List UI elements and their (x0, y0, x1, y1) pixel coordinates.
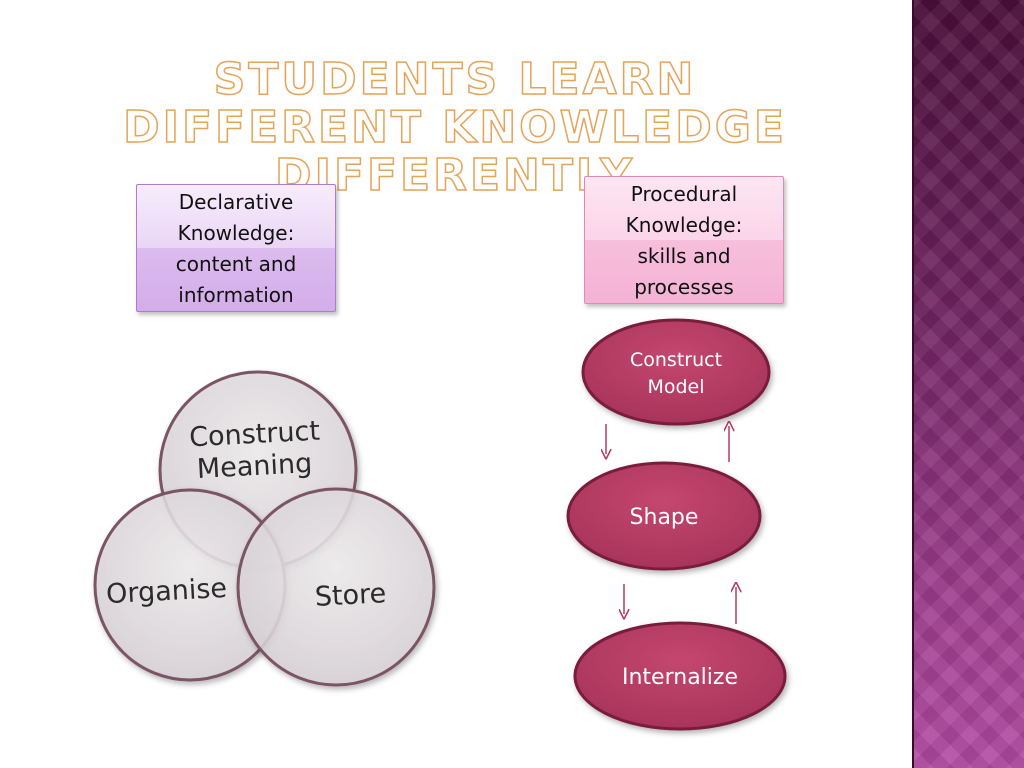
venn-label-meaning: Meaning (196, 448, 313, 485)
venn-circle-store (236, 487, 436, 687)
oval-label-internalize: Internalize (622, 665, 738, 690)
declarative-knowledge-box: Declarative Knowledge: content and infor… (136, 184, 336, 312)
slide-title: Students Learn Different Knowledge Diffe… (122, 54, 787, 201)
oval-label-construct: Construct (630, 349, 722, 371)
oval-construct-model (581, 318, 771, 426)
oval-shape (566, 461, 762, 571)
procedural-line-1: Procedural (630, 182, 738, 206)
knowledge-diagram: Construct Meaning Organise Store Constru… (93, 318, 787, 731)
procedural-line-3: skills and (637, 244, 731, 268)
venn-label-organise: Organise (105, 573, 227, 610)
declarative-line-2: Knowledge: (177, 221, 295, 245)
procedural-knowledge-box: Procedural Knowledge: skills and process… (584, 176, 784, 304)
procedural-line-2: Knowledge: (625, 213, 743, 237)
declarative-line-3: content and (175, 252, 297, 276)
venn-diagram: Construct Meaning Organise Store (93, 370, 436, 687)
process-cycle: Construct Model Shape Internalize (566, 318, 787, 731)
procedural-line-4: processes (634, 275, 734, 299)
declarative-line-1: Declarative (178, 190, 294, 214)
venn-label-store: Store (314, 578, 387, 613)
oval-label-shape: Shape (630, 505, 699, 530)
declarative-line-4: information (178, 283, 294, 307)
decorative-side-band (912, 0, 1024, 768)
oval-label-model: Model (647, 376, 704, 398)
venn-label-construct: Construct (188, 416, 320, 454)
oval-internalize (573, 621, 787, 731)
